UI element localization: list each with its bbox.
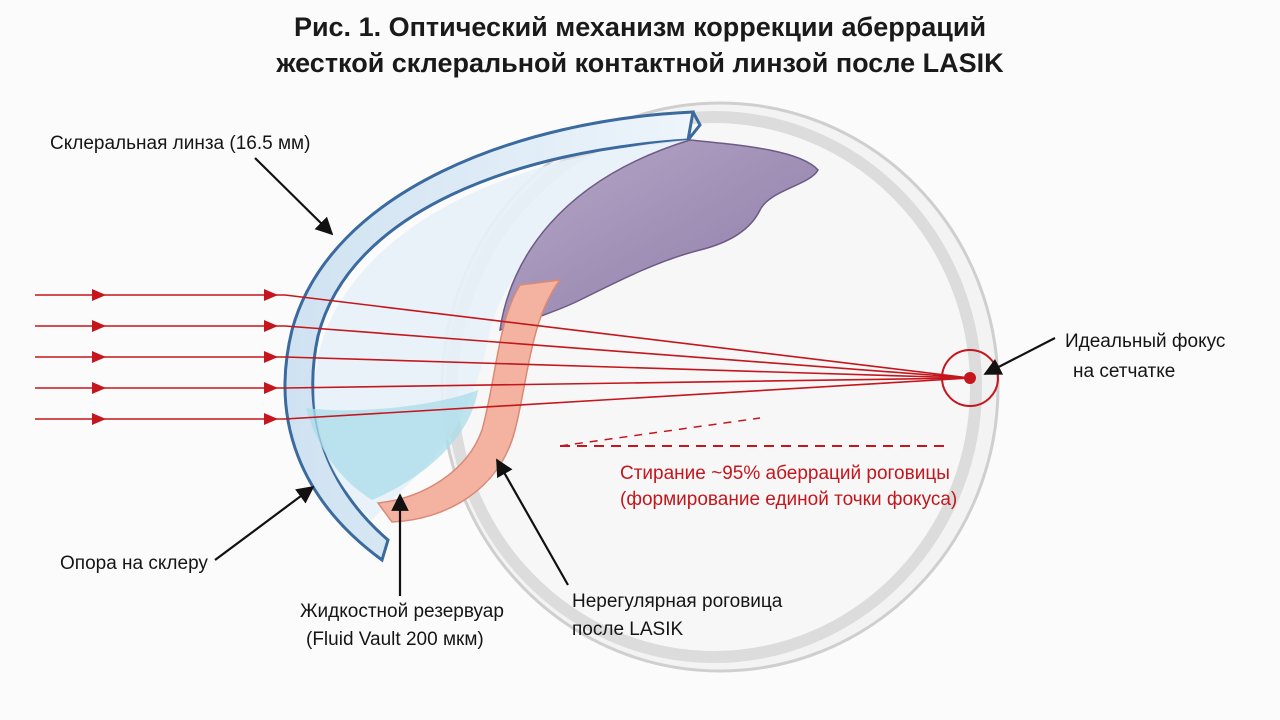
ray-arrowhead [92,382,106,394]
ray-arrowhead [264,382,278,394]
ray-arrowhead [92,413,106,425]
label-cornea-1: Нерегулярная роговица [572,591,783,612]
label-scleral-lens: Склеральная линза (16.5 мм) [50,133,311,154]
arrow-scleral-lens [254,157,334,236]
ray-arrowhead [92,289,106,301]
arrow-scleral-support [214,485,315,561]
cornea-layer [376,279,562,523]
fluid-vault [306,390,478,500]
arrow-focus [983,337,1056,375]
dashed-guide-slant [559,417,761,447]
scleral-lens [283,110,695,563]
figure-title-line-1: Рис. 1. Оптический механизм коррекции аб… [293,12,987,42]
label-correction-1: Стирание ~95% аберраций роговицы [620,463,950,484]
label-scleral-support: Опора на склеру [60,553,208,574]
lens-edge [686,111,702,141]
label-focus-2: на сетчатке [1073,361,1176,382]
iris-tissue [499,139,819,332]
ray-arrowhead [264,289,278,301]
light-ray [35,377,971,389]
ray-arrowhead [264,413,278,425]
label-fluid-vault-2: (Fluid Vault 200 мкм) [306,629,484,650]
label-cornea-2: после LASIK [572,619,684,640]
ray-arrowhead [264,351,278,363]
light-ray [35,377,971,420]
ray-arrowhead [92,351,106,363]
light-ray [35,356,971,379]
figure-title-line-2: жесткой склеральной контактной линзой по… [276,48,1004,78]
arrow-cornea [496,458,569,586]
label-fluid-vault-1: Жидкостной резервуар [300,601,504,622]
light-ray [35,294,971,379]
focus-ring [941,349,999,407]
label-correction-2: (формирование единой точки фокуса) [620,489,958,510]
focus-point [964,372,976,384]
label-focus-1: Идеальный фокус [1065,331,1226,352]
ray-arrowhead [264,320,278,332]
light-ray [35,325,971,379]
light-rays [35,289,971,425]
ray-arrowhead [92,320,106,332]
